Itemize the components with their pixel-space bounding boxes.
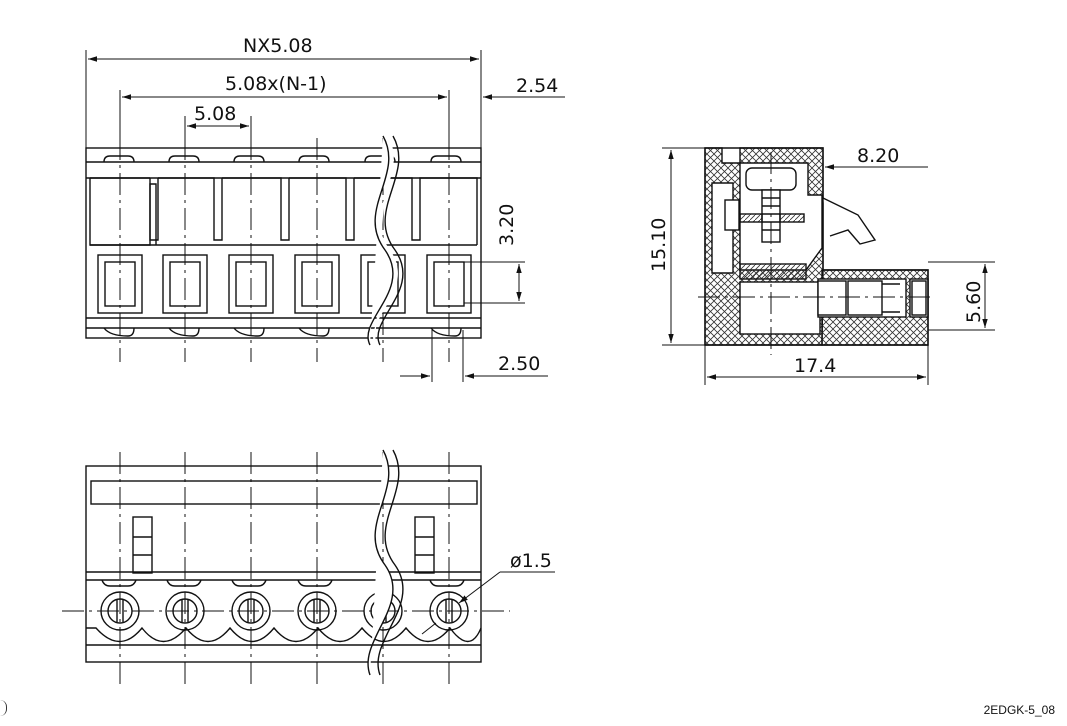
dim-height: 15.10 — [648, 218, 670, 272]
dim-overall-width: NX5.08 — [243, 35, 313, 57]
dim-depth: 17.4 — [794, 355, 836, 377]
center-lines — [119, 138, 450, 362]
wire-windows — [97, 254, 472, 314]
drawing-code: 2EDGK-5_08 — [983, 703, 1055, 717]
dim-pin-height: 5.60 — [963, 281, 985, 323]
side-view-dimensions — [662, 147, 995, 385]
dim-pitch-span: 5.08x(N-1) — [225, 73, 327, 95]
top-center-lines — [62, 452, 510, 685]
latches — [132, 516, 435, 574]
break-line — [367, 135, 404, 346]
top-view — [62, 449, 555, 685]
side-view — [698, 147, 935, 355]
front-view-dimensions — [85, 50, 565, 382]
top-break-line — [367, 449, 404, 676]
comb-slots — [89, 177, 478, 246]
dim-end-offset: 2.54 — [516, 75, 558, 97]
dim-window-width: 2.50 — [498, 353, 540, 375]
dim-pin-offset: 8.20 — [857, 145, 899, 167]
dim-hole-diameter: ø1.5 — [510, 550, 552, 572]
dim-window-offset: 3.20 — [496, 204, 518, 246]
top-notches — [103, 155, 462, 163]
bottom-bumps — [103, 327, 462, 337]
edge-mark — [0, 700, 7, 716]
screw-bumps — [101, 579, 465, 587]
scalloped-edge — [86, 626, 482, 643]
front-view — [85, 135, 482, 362]
dim-pitch: 5.08 — [194, 103, 236, 125]
